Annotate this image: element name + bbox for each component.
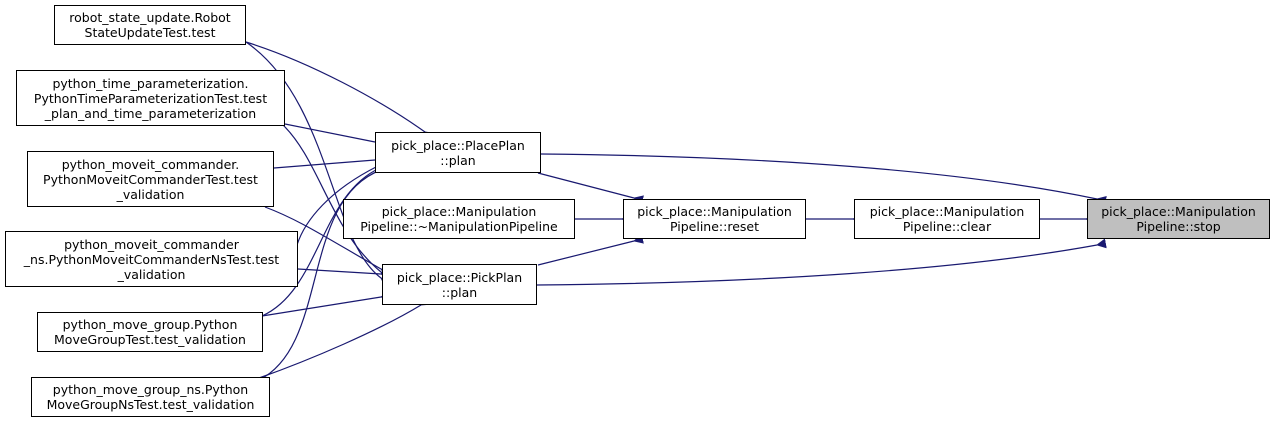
node-label-line: _validation <box>117 266 186 282</box>
node-label-line: MoveGroupNsTest.test_validation <box>46 397 255 412</box>
node-moveit-commander-test[interactable]: python_moveit_commander. PythonMoveitCom… <box>27 151 274 207</box>
edge-pick-plan-to-moveit-commander <box>264 206 392 278</box>
node-label-line: robot_state_update.Robot <box>69 10 231 25</box>
node-label-line: pick_place::Manipulation <box>1101 204 1256 219</box>
node-label-line: _validation <box>116 186 185 202</box>
edge-pick-plan-to-move-group <box>261 290 391 317</box>
edge-stop-to-pick-plan <box>536 238 1107 286</box>
node-label-line: _ns.PythonMoveitCommanderNsTest.test <box>23 251 280 267</box>
edge-place-plan-to-moveit-commander-ns <box>296 157 389 246</box>
node-label-line: python_time_parameterization. <box>52 75 249 91</box>
edge-place-plan-to-move-group-ns <box>258 162 392 381</box>
node-label-line: ::plan <box>441 284 478 300</box>
node-time-parameterization-test[interactable]: python_time_parameterization. PythonTime… <box>16 70 285 126</box>
edge-stop-to-place-plan <box>540 153 1107 206</box>
edge-reset-to-place-plan <box>537 172 644 206</box>
node-place-plan[interactable]: pick_place::PlacePlan ::plan <box>375 132 541 173</box>
node-label-line: Pipeline::~ManipulationPipeline <box>360 219 558 234</box>
edge-place-plan-to-move-group <box>261 159 391 317</box>
node-label-line: ::plan <box>440 152 476 168</box>
node-label-line: MoveGroupTest.test_validation <box>54 332 246 347</box>
node-label-line: pick_place::PickPlan <box>396 269 523 285</box>
node-label-line: Pipeline::reset <box>669 219 759 234</box>
node-pick-plan[interactable]: pick_place::PickPlan ::plan <box>382 264 537 305</box>
node-robot-state-update-test[interactable]: robot_state_update.Robot StateUpdateTest… <box>54 5 246 45</box>
edge-reset-to-pick-plan <box>537 233 644 266</box>
node-label-line: PythonTimeParameterizationTest.test <box>33 90 268 106</box>
node-label-line: pick_place::Manipulation <box>637 204 792 219</box>
edge-pick-plan-to-moveit-commander-ns <box>297 268 391 280</box>
node-label-line: python_moveit_commander. <box>61 156 240 172</box>
node-label-line: StateUpdateTest.test <box>84 25 216 40</box>
node-manipulation-pipeline-reset[interactable]: pick_place::Manipulation Pipeline::reset <box>623 199 806 239</box>
node-move-group-ns-test[interactable]: python_move_group_ns.Python MoveGroupNsT… <box>31 377 270 417</box>
node-manipulation-pipeline-destructor[interactable]: pick_place::Manipulation Pipeline::~Mani… <box>343 199 575 239</box>
node-label-line: Pipeline::stop <box>1136 219 1221 234</box>
edge-place-plan-to-time-param <box>284 123 385 149</box>
node-manipulation-pipeline-stop: pick_place::Manipulation Pipeline::stop <box>1087 199 1270 239</box>
node-label-line: Pipeline::clear <box>902 219 992 234</box>
node-label-line: python_move_group.Python <box>62 317 238 332</box>
node-moveit-commander-ns-test[interactable]: python_moveit_commander _ns.PythonMoveit… <box>5 231 298 287</box>
node-label-line: pick_place::Manipulation <box>869 204 1025 219</box>
node-label-line: python_move_group_ns.Python <box>52 382 249 397</box>
edge-place-plan-to-robot-state <box>245 41 436 142</box>
node-move-group-test[interactable]: python_move_group.Python MoveGroupTest.t… <box>37 312 263 352</box>
node-label-line: PythonMoveitCommanderTest.test <box>43 171 258 187</box>
node-label-line: pick_place::PlacePlan <box>391 137 525 153</box>
edge-pick-plan-to-time-param <box>281 123 392 282</box>
node-label-line: pick_place::Manipulation <box>381 204 537 219</box>
edge-pick-plan-to-move-group-ns <box>258 296 432 379</box>
node-label-line: _plan_and_time_parameterization <box>44 105 257 121</box>
node-label-line: python_moveit_commander <box>64 236 239 252</box>
node-manipulation-pipeline-clear[interactable]: pick_place::Manipulation Pipeline::clear <box>854 199 1040 239</box>
